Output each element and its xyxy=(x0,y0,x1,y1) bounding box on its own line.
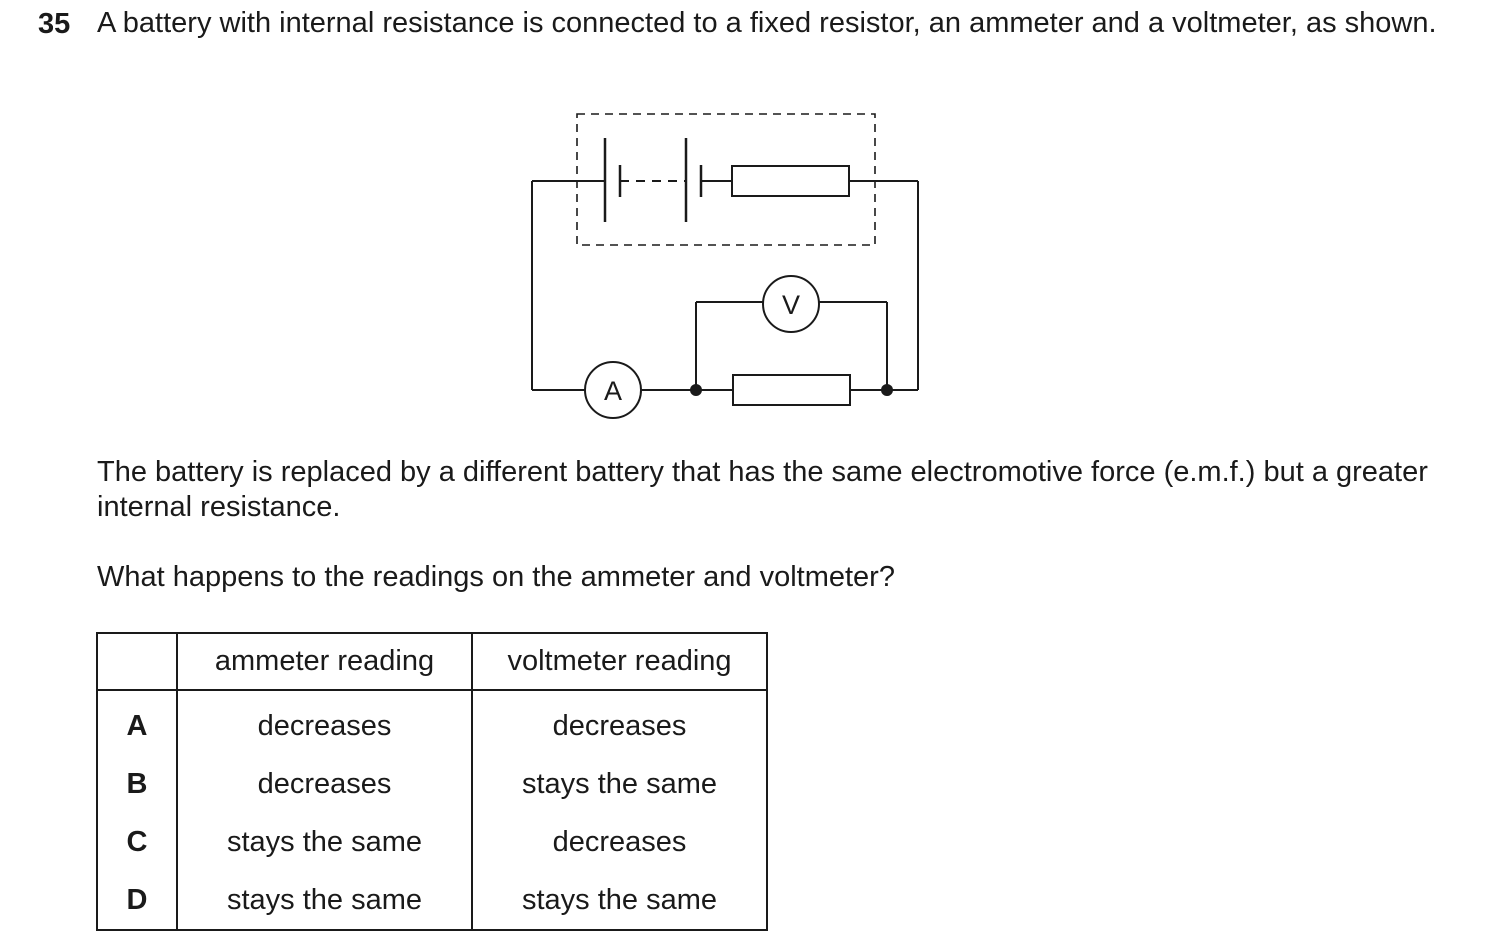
question-prompt: What happens to the readings on the amme… xyxy=(97,561,895,593)
option-letter: A xyxy=(96,690,178,755)
option-letter: D xyxy=(96,871,178,931)
answer-table: ammeter reading voltmeter reading A decr… xyxy=(96,632,768,931)
option-letter: C xyxy=(96,813,178,871)
question-change: The battery is replaced by a different b… xyxy=(97,456,1428,523)
header-option xyxy=(96,632,178,691)
header-ammeter: ammeter reading xyxy=(176,632,473,691)
ammeter-cell: stays the same xyxy=(176,813,473,871)
voltmeter-label: V xyxy=(782,290,800,320)
table-header-row: ammeter reading voltmeter reading xyxy=(96,632,768,691)
junction-right xyxy=(881,384,893,396)
ammeter-cell: decreases xyxy=(176,690,473,755)
junction-left xyxy=(690,384,702,396)
header-voltmeter: voltmeter reading xyxy=(471,632,768,691)
voltmeter-cell: stays the same xyxy=(471,755,768,813)
voltmeter-symbol xyxy=(762,275,820,333)
ammeter-label: A xyxy=(604,376,622,406)
internal-resistor xyxy=(731,165,850,197)
table-row: D stays the same stays the same xyxy=(96,871,768,931)
voltmeter-cell: decreases xyxy=(471,690,768,755)
table-row: B decreases stays the same xyxy=(96,755,768,813)
battery-boundary xyxy=(576,113,876,246)
question-intro: A battery with internal resistance is co… xyxy=(97,7,1437,39)
table-row: A decreases decreases xyxy=(96,690,768,755)
question-number: 35 xyxy=(38,8,71,40)
voltmeter-cell: decreases xyxy=(471,813,768,871)
circuit-diagram: A V xyxy=(531,113,919,419)
option-letter: B xyxy=(96,755,178,813)
table-row: C stays the same decreases xyxy=(96,813,768,871)
ammeter-cell: stays the same xyxy=(176,871,473,931)
voltmeter-cell: stays the same xyxy=(471,871,768,931)
ammeter-cell: decreases xyxy=(176,755,473,813)
fixed-resistor xyxy=(732,374,851,406)
